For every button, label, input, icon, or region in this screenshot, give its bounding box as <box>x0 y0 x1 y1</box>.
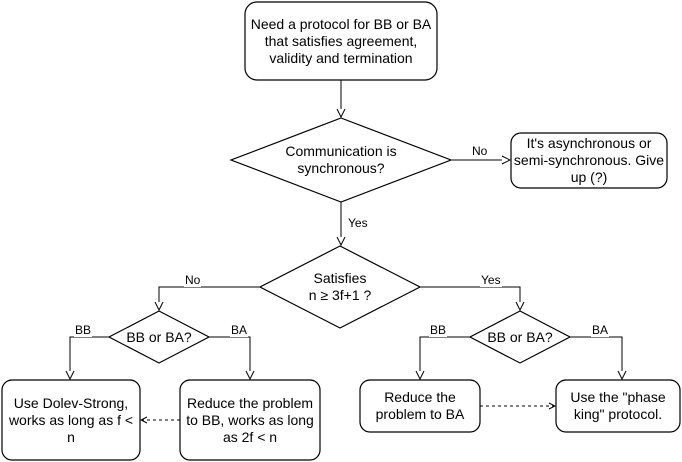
edge-label-sync-no: No <box>471 144 489 158</box>
edge-label-left-bb: BB <box>74 323 93 337</box>
left-bb-ba-text: BB or BA? <box>126 328 192 345</box>
right-bb-ba-text: BB or BA? <box>487 328 553 345</box>
edge-right-bb <box>420 336 470 379</box>
start-text: Need a protocol for BB or BA that satisf… <box>250 15 432 66</box>
reduce-to-bb-text: Reduce the problem to BB, works as long … <box>186 394 314 445</box>
async-giveup-text: It's asynchronous or semi-synchronous. G… <box>513 135 665 185</box>
async-giveup-box <box>510 132 668 189</box>
threshold-decision-text: Satisfies n ≥ 3f+1 ? <box>308 270 372 303</box>
edge-label-threshold-yes: Yes <box>480 273 502 287</box>
edge-left-bb <box>70 336 109 379</box>
edge-label-right-bb: BB <box>429 323 448 337</box>
phase-king-box <box>555 379 681 433</box>
edge-label-sync-yes: Yes <box>347 216 369 230</box>
edge-threshold-yes <box>420 286 520 310</box>
edge-threshold-no <box>159 286 260 310</box>
reduce-to-ba-text: Reduce the problem to BA <box>375 389 465 422</box>
sync-decision-text: Communication is synchronous? <box>285 143 397 176</box>
right-bb-ba-diamond <box>468 310 572 364</box>
edge-left-ba <box>209 336 250 379</box>
edge-label-right-ba: BA <box>591 323 610 337</box>
edge-label-threshold-no: No <box>184 273 202 287</box>
edge-label-left-ba: BA <box>230 323 249 337</box>
left-bb-ba-diamond <box>107 310 211 364</box>
edge-right-ba <box>570 336 622 379</box>
phase-king-text: Use the "phase king" protocol. <box>570 389 666 422</box>
threshold-decision-diamond <box>258 245 422 329</box>
dolev-strong-text: Use Dolev-Strong, works as long as f < n <box>8 394 134 445</box>
